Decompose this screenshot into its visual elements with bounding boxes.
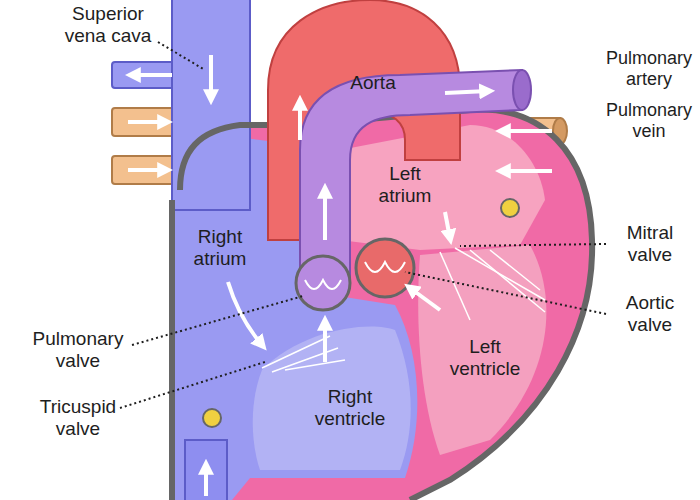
- drawing-part: [502, 129, 552, 133]
- left-ventricle-cavity: [418, 245, 546, 455]
- drawing-part: [323, 190, 327, 240]
- leader-lines: [120, 42, 606, 408]
- drawing-part: [120, 362, 265, 408]
- pulmonary-valve: [296, 256, 350, 310]
- drawing-part: [445, 212, 450, 238]
- part-label: Left atrium: [365, 163, 445, 207]
- part-label: Right ventricle: [305, 386, 395, 430]
- valve-cusps: [305, 280, 341, 289]
- av-node: [203, 409, 221, 427]
- part-label: Pulmonary valve: [23, 328, 133, 372]
- drawing-part: [204, 466, 208, 496]
- drawing-part: [410, 288, 440, 310]
- drawing-part: [445, 91, 488, 93]
- drawing-part: [132, 73, 172, 77]
- right-ventricle-cavity: [253, 326, 411, 470]
- drawing-part: [460, 244, 606, 246]
- artery-opening: [513, 70, 531, 110]
- superior-vena-cava: [172, 0, 250, 210]
- drawing-part: [128, 168, 166, 172]
- drawing-part: [440, 252, 470, 320]
- part-label: Aortic valve: [610, 292, 690, 336]
- drawing-part: [323, 322, 327, 362]
- sa-node: [501, 199, 519, 217]
- inferior-vena-cava: [185, 440, 227, 500]
- part-label: Tricuspid valve: [23, 396, 133, 440]
- aortic-valve: [356, 239, 414, 297]
- drawing-part: [470, 250, 545, 312]
- flow-arrows: [128, 55, 552, 496]
- drawing-part: [298, 102, 302, 140]
- part-label: Right atrium: [175, 226, 265, 270]
- chordae: [262, 248, 545, 372]
- heart-outline: [169, 200, 175, 500]
- drawing-part: [132, 296, 303, 345]
- part-label: Pulmonary vein: [601, 100, 697, 141]
- drawing-part: [228, 282, 262, 345]
- part-label: Superior vena cava: [53, 3, 163, 47]
- drawing-part: [502, 169, 552, 173]
- part-label: Pulmonary artery: [601, 48, 697, 89]
- drawing-part: [405, 272, 606, 314]
- drawing-part: [285, 360, 345, 370]
- part-label: Left ventricle: [440, 336, 530, 380]
- valve-cusps: [365, 262, 405, 272]
- pulmonary-artery: [300, 70, 522, 282]
- drawing-part: [490, 250, 540, 290]
- heart-outline: [180, 110, 592, 500]
- drawing-part: [128, 120, 166, 124]
- drawing-part: [209, 55, 213, 98]
- part-label: Mitral valve: [610, 222, 690, 266]
- drawing-part: [158, 42, 205, 70]
- drawing-part: [272, 348, 338, 372]
- part-label: Aorta: [338, 72, 408, 94]
